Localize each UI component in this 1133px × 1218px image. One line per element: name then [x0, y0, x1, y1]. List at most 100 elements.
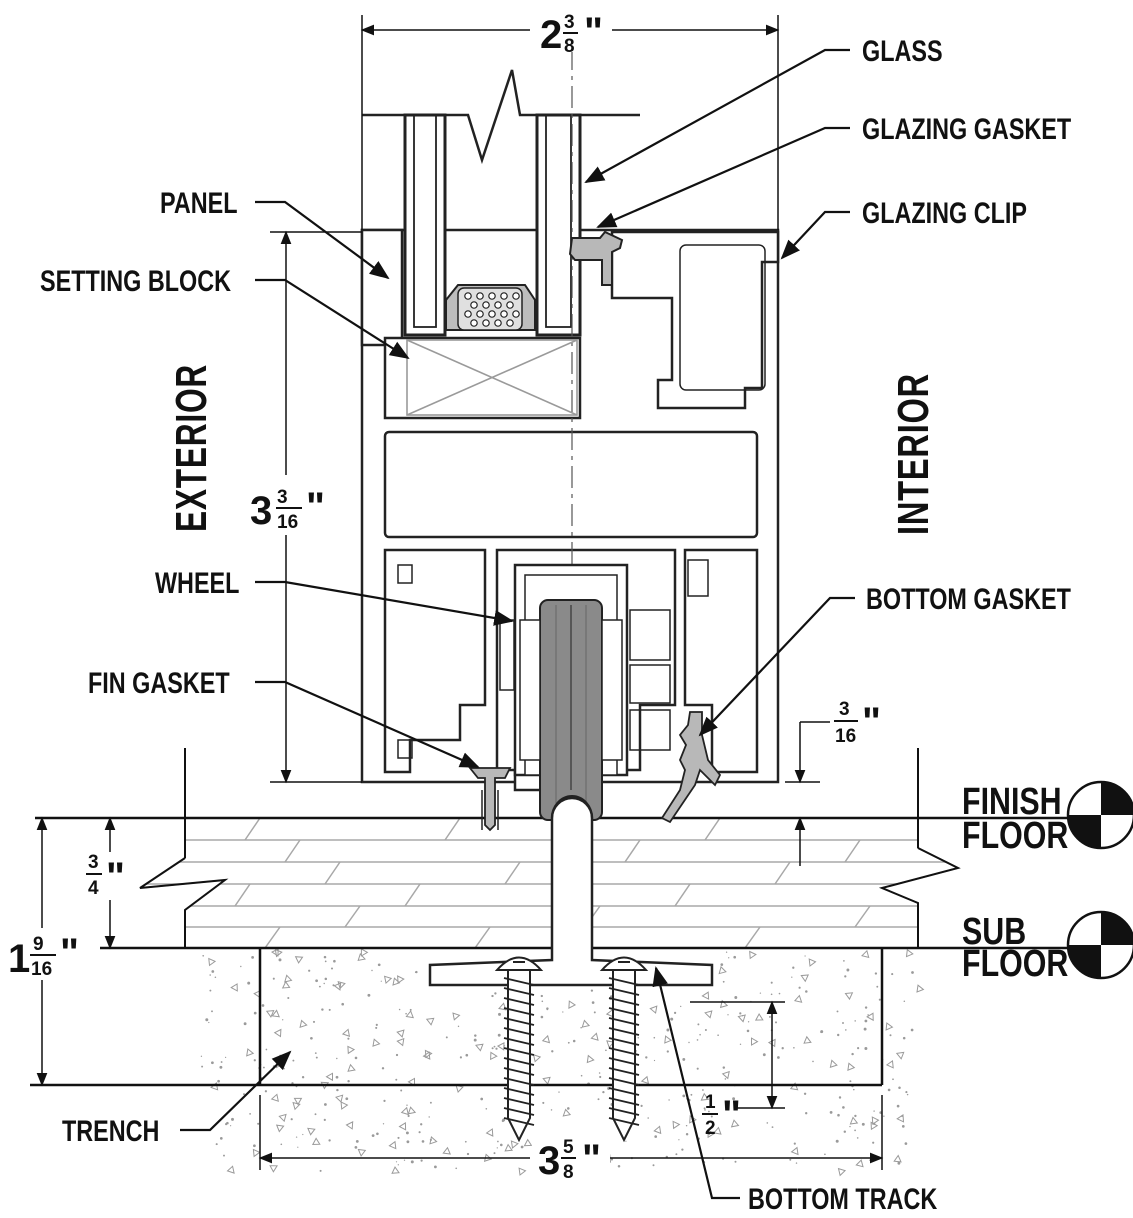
speckle-dot [500, 1143, 503, 1147]
aggregate-stone [345, 1121, 354, 1130]
speckle-dot [901, 1125, 905, 1128]
screw-head [494, 956, 544, 971]
aggregate-stone [718, 965, 727, 975]
speckle-dot [397, 1164, 399, 1166]
speckle-dot [864, 1047, 868, 1050]
speckle-dot [774, 1021, 778, 1024]
speckle-dot [795, 1162, 798, 1164]
aggregate-stone [568, 1000, 577, 1009]
aggregate-stone [347, 1045, 356, 1055]
screw-thread [608, 1057, 640, 1066]
aggregate-stone [275, 1124, 285, 1133]
aggregate-stone [397, 975, 405, 984]
aggregate-stone [496, 1042, 505, 1051]
speckle-dot [567, 1107, 570, 1110]
aggregate-stone [751, 1037, 759, 1046]
finish-floor-label-line1: FINISH [962, 781, 1062, 823]
desiccant-bead [500, 310, 508, 318]
speckle-dot [572, 1039, 576, 1043]
speckle-dot [336, 1057, 338, 1060]
speckle-dot [406, 1104, 408, 1106]
speckle-dot [211, 1061, 214, 1065]
aggregate-stone [252, 1148, 261, 1158]
aggregate-stone [871, 1116, 880, 1126]
speckle-dot [846, 968, 850, 972]
speckle-dot [323, 955, 327, 959]
aggregate-stone [885, 1059, 894, 1069]
speckle-dot [670, 1017, 674, 1021]
speckle-dot [770, 993, 773, 996]
speckle-dot [673, 1011, 677, 1015]
screw-shank [612, 969, 636, 1143]
speckle-dot [902, 1036, 906, 1040]
speckle-dot [666, 1028, 670, 1032]
svg-text:": " [582, 1137, 601, 1181]
aggregate-stone [333, 982, 342, 991]
speckle-dot [682, 1057, 686, 1061]
speckle-dot [200, 1055, 203, 1057]
speckle-dot [793, 1047, 795, 1049]
speckle-dot [330, 967, 334, 970]
speckle-dot [321, 1008, 324, 1011]
speckle-dot [580, 1027, 582, 1029]
speckle-dot [897, 1161, 901, 1165]
aggregate-stone [896, 1114, 905, 1123]
desiccant-bead [500, 292, 508, 300]
screw-thread [503, 1087, 535, 1096]
speckle-dot [558, 1091, 560, 1093]
speckle-dot [211, 970, 215, 973]
speckle-dot [323, 982, 325, 985]
svg-text:3: 3 [88, 852, 99, 873]
svg-text:16: 16 [277, 512, 298, 533]
speckle-dot [637, 1037, 640, 1039]
speckle-dot [874, 972, 878, 975]
speckle-dot [904, 1142, 908, 1145]
speckle-dot [376, 1132, 379, 1136]
speckle-dot [704, 1109, 706, 1111]
speckle-dot [843, 1130, 846, 1133]
speckle-dot [279, 1054, 282, 1057]
speckle-dot [502, 1118, 506, 1122]
speckle-dot [873, 1110, 875, 1112]
speckle-dot [910, 1028, 914, 1032]
speckle-dot [243, 1022, 247, 1026]
speckle-dot [710, 1115, 713, 1118]
aggregate-stone [847, 1062, 856, 1071]
aggregate-stone [790, 1146, 799, 1156]
speckle-dot [688, 1041, 690, 1044]
speckle-dot [231, 1117, 234, 1121]
aggregate-stone [400, 1106, 409, 1116]
speckle-dot [282, 1019, 284, 1021]
speckle-dot [675, 1153, 678, 1156]
speckle-dot [324, 1103, 327, 1106]
svg-text:1: 1 [705, 1092, 716, 1113]
trench-label: TRENCH [62, 1114, 159, 1147]
screw-thread [503, 997, 535, 1006]
speckle-dot [377, 963, 381, 967]
speckle-dot [697, 1023, 700, 1026]
speckle-dot [699, 1033, 701, 1036]
speckle-dot [429, 1138, 432, 1141]
aggregate-stone [844, 992, 854, 1001]
speckle-dot [759, 992, 762, 994]
speckle-dot [739, 1043, 742, 1046]
aggregate-stone [311, 1137, 321, 1146]
screw-thread [608, 1087, 640, 1096]
aggregate-stone [664, 1035, 673, 1044]
speckle-dot [863, 1027, 867, 1031]
speckle-dot [905, 1091, 908, 1094]
aggregate-stone [392, 977, 401, 986]
svg-text:3: 3 [277, 487, 288, 508]
svg-text:": " [722, 1093, 741, 1137]
speckle-dot [403, 1159, 406, 1161]
speckle-dot [856, 1137, 859, 1139]
speckle-dot [625, 1140, 627, 1142]
speckle-dot [280, 1143, 283, 1146]
desiccant-bead [470, 301, 478, 309]
speckle-dot [591, 1001, 595, 1004]
speckle-dot [335, 1075, 339, 1079]
speckle-dot [333, 959, 336, 963]
speckle-dot [777, 1056, 780, 1059]
screw-thread [608, 1037, 640, 1046]
speckle-dot [202, 954, 205, 957]
